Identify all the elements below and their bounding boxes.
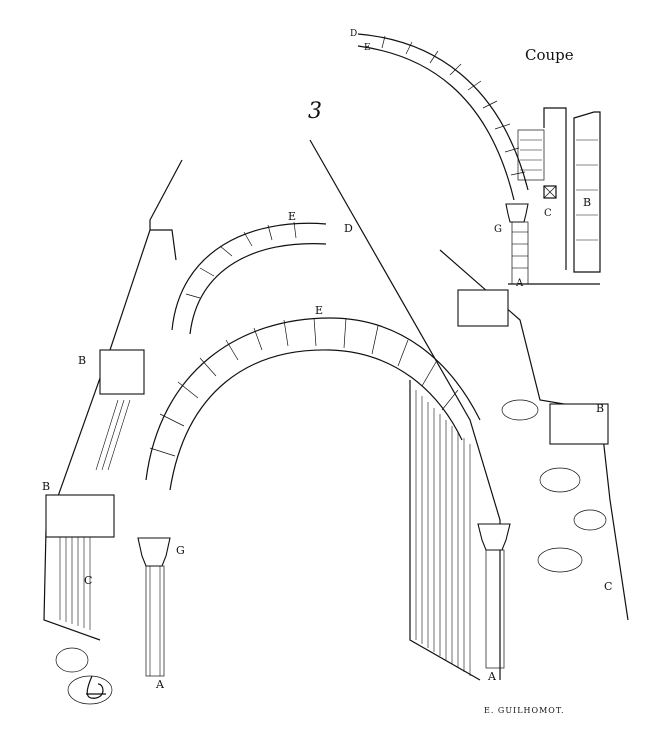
label-E-upper: E [288,210,296,223]
label-C-left: C [84,574,92,587]
label-B-left-lower: B [42,480,50,493]
label-B-left-upper: B [78,354,86,367]
label-G: G [176,544,185,557]
section-diagram [357,33,601,285]
label-A-left: A [155,678,165,691]
label-D-upper: D [344,222,353,235]
label-E-lower: E [315,304,323,317]
engraver-monogram [86,675,106,699]
label-B-right: B [596,402,604,415]
label-section-B: B [583,196,591,209]
label-section-G: G [494,224,502,235]
label-section-D: D [350,29,357,39]
section-title: Coupe [525,46,574,64]
label-section-A: A [515,278,524,289]
label-A-right: A [487,670,497,683]
label-section-C: C [544,208,552,219]
label-section-E: E [364,43,371,53]
figure-number: 3 [308,99,322,124]
engraver-signature: E. GUILHOMOT. [484,706,565,715]
main-perspective [43,139,629,705]
label-C-right: C [604,580,612,593]
